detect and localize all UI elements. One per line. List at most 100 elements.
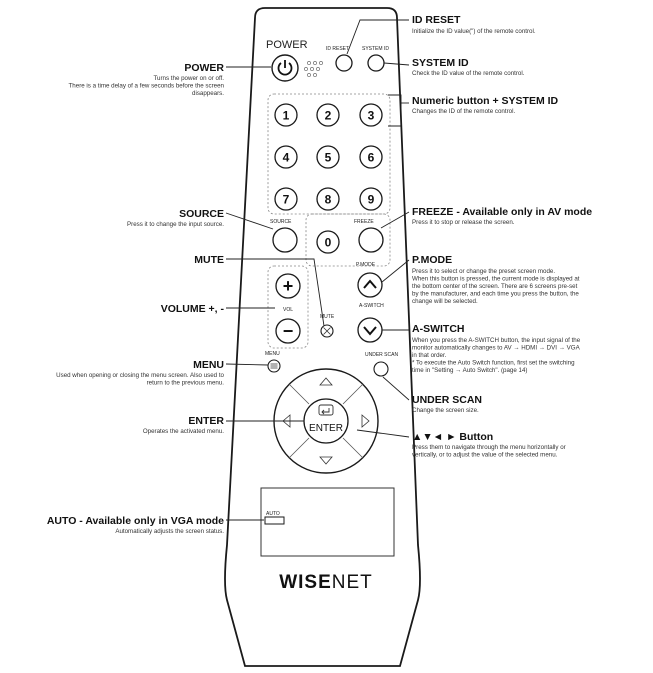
svg-text:the bottom center of the scree: the bottom center of the screen. There a… (412, 283, 578, 290)
svg-text:When you press the A-SWITCH bu: When you press the A-SWITCH button, the … (412, 337, 581, 344)
callout-system-id: SYSTEM ID Check the ID value of the remo… (412, 57, 525, 77)
power-button[interactable] (271, 54, 299, 82)
pmode-button[interactable] (357, 272, 383, 298)
svg-text:ID RESET: ID RESET (412, 14, 461, 26)
volume-up-button[interactable]: + (275, 273, 301, 299)
arrow-up-icon[interactable] (319, 377, 333, 386)
brand-logo: WISENET (279, 572, 373, 593)
id-reset-button-label: ID RESET (326, 46, 349, 52)
svg-text:Check the ID value of the remo: Check the ID value of the remote control… (412, 70, 525, 77)
svg-text:Numeric button + SYSTEM ID: Numeric button + SYSTEM ID (412, 95, 559, 107)
number-label: 1 (283, 109, 290, 123)
svg-text:MUTE: MUTE (194, 254, 224, 266)
svg-text:AUTO - Available only in VGA m: AUTO - Available only in VGA mode (47, 515, 224, 527)
mute-button-label: MUTE (320, 314, 335, 320)
callout-volume: VOLUME +, - (161, 303, 225, 315)
system-id-button-label: SYSTEM ID (362, 46, 389, 52)
callout-arrows: ▲▼◄ ► Button Press them to navigate thro… (412, 431, 566, 459)
menu-icon (270, 363, 278, 369)
freeze-button-label: FREEZE (354, 219, 374, 225)
arrow-right-icon[interactable] (361, 414, 370, 428)
arrow-down-icon[interactable] (319, 456, 333, 465)
callout-pmode: P.MODE Press it to select or change the … (412, 254, 580, 305)
number-button-6[interactable]: 6 (359, 145, 383, 169)
svg-text:change will be selected.: change will be selected. (412, 298, 478, 305)
svg-text:UNDER SCAN: UNDER SCAN (412, 394, 482, 406)
svg-text:Press them to navigate through: Press them to navigate through the menu … (412, 444, 566, 451)
under-scan-button-label: UNDER SCAN (365, 352, 398, 358)
number-label: 9 (368, 193, 375, 207)
svg-text:MENU: MENU (193, 359, 224, 371)
number-button-5[interactable]: 5 (316, 145, 340, 169)
under-scan-button[interactable] (373, 361, 389, 377)
callout-numeric-system-id: Numeric button + SYSTEM ID Changes the I… (412, 95, 559, 115)
svg-text:time in "Setting → Auto Switch: time in "Setting → Auto Switch". (page 1… (412, 367, 527, 374)
svg-text:ENTER: ENTER (188, 415, 224, 427)
number-label: 7 (283, 193, 290, 207)
menu-button-label: MENU (265, 351, 280, 357)
number-button-1[interactable]: 1 (274, 103, 298, 127)
svg-text:VOLUME +, -: VOLUME +, - (161, 303, 225, 315)
number-button-9[interactable]: 9 (359, 187, 383, 211)
aswitch-button[interactable] (357, 317, 383, 343)
ir-sensor-icon (304, 61, 323, 77)
number-button-4[interactable]: 4 (274, 145, 298, 169)
svg-text:Press it to change the input s: Press it to change the input source. (127, 221, 224, 228)
mute-button[interactable] (320, 324, 334, 338)
source-button[interactable] (272, 227, 298, 253)
svg-text:POWER: POWER (184, 62, 224, 74)
enter-button-label: ENTER (309, 423, 343, 434)
callout-auto: AUTO - Available only in VGA mode Automa… (47, 515, 224, 535)
svg-text:in that order.: in that order. (412, 352, 447, 359)
callout-id-reset: ID RESET Initialize the ID value(") of t… (412, 14, 536, 35)
svg-text:Press it to stop or release th: Press it to stop or release the screen. (412, 219, 515, 226)
svg-text:Automatically adjusts the scre: Automatically adjusts the screen status. (115, 528, 224, 535)
callout-menu: MENU Used when opening or closing the me… (56, 359, 224, 387)
callout-power: POWER Turns the power on or off. There i… (69, 62, 225, 97)
mute-icon (323, 327, 331, 335)
volume-down-button[interactable]: − (275, 318, 301, 344)
svg-text:Change the screen size.: Change the screen size. (412, 407, 479, 414)
enter-button[interactable]: ENTER (303, 398, 349, 444)
number-label: 3 (368, 109, 375, 123)
auto-button[interactable] (264, 516, 285, 525)
svg-text:FREEZE - Available only in AV: FREEZE - Available only in AV mode (412, 206, 592, 218)
system-id-button[interactable] (367, 54, 385, 72)
zero-freeze-group (305, 213, 391, 267)
leader-lines (225, 19, 410, 521)
number-button-2[interactable]: 2 (316, 103, 340, 127)
number-label: 5 (325, 151, 332, 165)
svg-text:SYSTEM ID: SYSTEM ID (412, 57, 469, 69)
id-reset-button[interactable] (335, 54, 353, 72)
svg-text:P.MODE: P.MODE (412, 254, 452, 266)
numeric-pad-group (267, 93, 391, 215)
callout-source: SOURCE Press it to change the input sour… (127, 208, 224, 228)
svg-text:When this button is pressed, t: When this button is pressed, the current… (412, 276, 580, 283)
svg-text:Turns the power on or off.: Turns the power on or off. (153, 75, 224, 82)
aswitch-button-label: A-SWITCH (359, 303, 384, 309)
number-button-3[interactable]: 3 (359, 103, 383, 127)
number-button-0[interactable]: 0 (316, 230, 340, 254)
source-button-label: SOURCE (270, 219, 292, 225)
plus-icon: + (283, 276, 294, 296)
power-button-label: POWER (266, 39, 308, 51)
number-button-8[interactable]: 8 (316, 187, 340, 211)
volume-group (267, 265, 309, 349)
number-label: 8 (325, 193, 332, 207)
svg-text:▲▼◄ ► Button: ▲▼◄ ► Button (412, 431, 493, 443)
freeze-button[interactable] (358, 227, 384, 253)
menu-button[interactable] (267, 359, 281, 373)
svg-text:return to the previous menu.: return to the previous menu. (147, 380, 225, 387)
number-label: 6 (368, 151, 375, 165)
minus-icon: − (283, 321, 294, 341)
number-label: 2 (325, 109, 332, 123)
chevron-down-icon (363, 326, 377, 336)
svg-text:* To execute the Auto Switch f: * To execute the Auto Switch function, f… (412, 360, 575, 367)
svg-text:by the manufacturer, and each: by the manufacturer, and each time you p… (412, 291, 579, 298)
svg-text:SOURCE: SOURCE (179, 208, 224, 220)
number-button-7[interactable]: 7 (274, 187, 298, 211)
svg-text:A-SWITCH: A-SWITCH (412, 323, 465, 335)
callout-mute: MUTE (194, 254, 224, 266)
vol-label: VOL (283, 307, 293, 313)
